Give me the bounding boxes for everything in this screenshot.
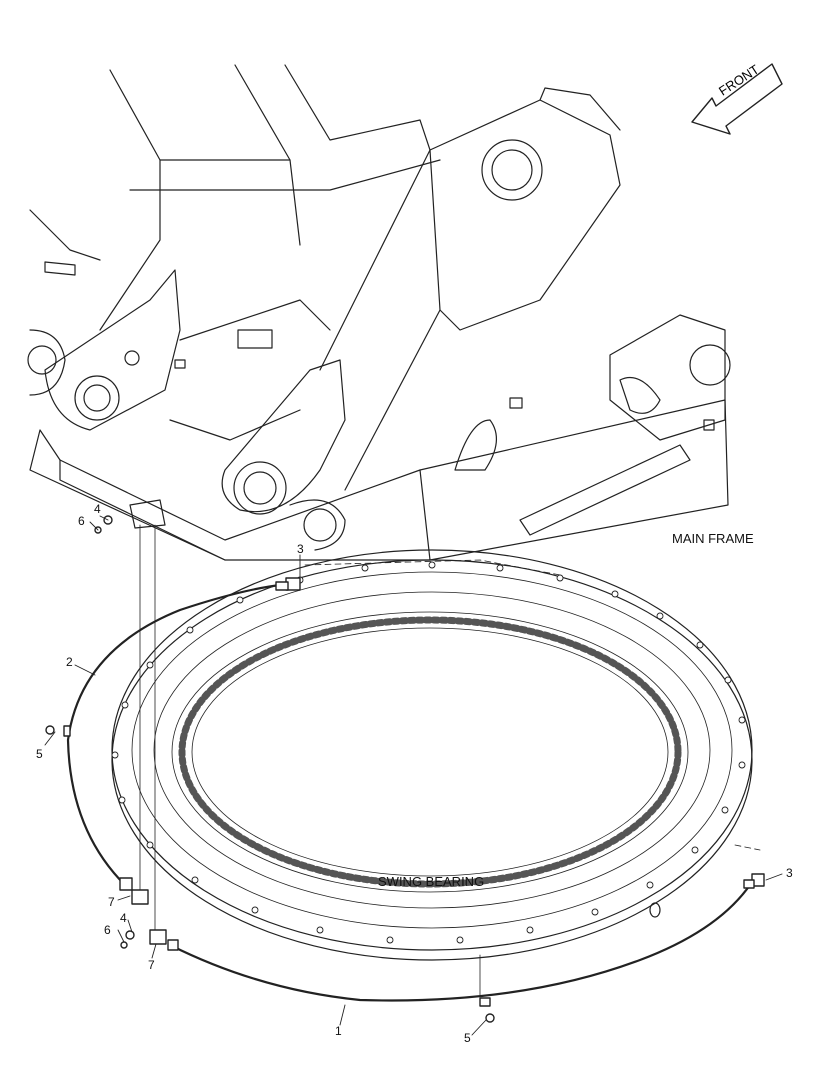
callout-3-right: 3: [786, 866, 793, 880]
callout-5-bottom: 5: [464, 1031, 471, 1045]
callout-4-bottom: 4: [120, 911, 127, 925]
swing-bearing-drawing: [111, 549, 753, 961]
callout-5-left: 5: [36, 747, 43, 761]
callout-6-top: 6: [78, 514, 85, 528]
callout-4-top: 4: [94, 502, 101, 516]
grease-hoses: [66, 583, 754, 1002]
callout-7-top: 7: [108, 895, 115, 909]
leader-lines: [44, 515, 783, 1036]
callout-1: 1: [335, 1024, 342, 1038]
callout-3-top: 3: [297, 542, 304, 556]
main-frame-drawing: [27, 64, 731, 561]
fittings: [45, 515, 765, 1023]
main-frame-label: MAIN FRAME: [672, 531, 754, 546]
callout-2: 2: [66, 655, 73, 669]
callout-6-bottom: 6: [104, 923, 111, 937]
front-arrow-icon: [691, 63, 783, 135]
callout-7-bottom: 7: [148, 958, 155, 972]
swing-bearing-label: SWING BEARING: [378, 874, 485, 889]
